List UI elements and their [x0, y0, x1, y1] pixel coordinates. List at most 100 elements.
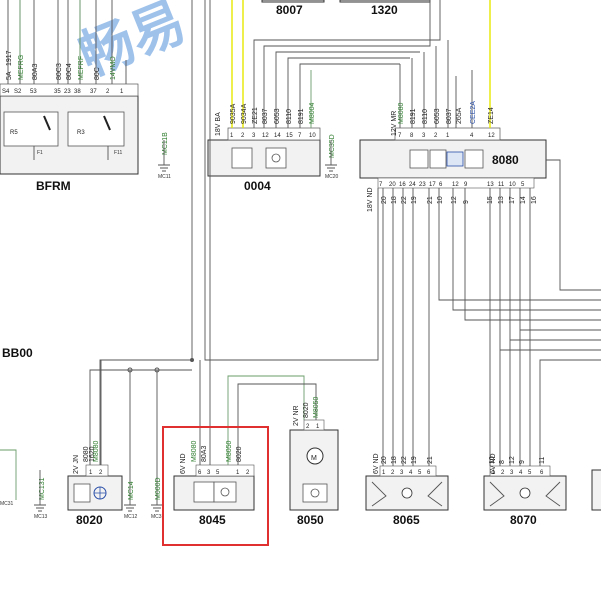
- svg-text:8: 8: [410, 133, 414, 139]
- junction-left: [190, 358, 194, 362]
- svg-text:15: 15: [487, 196, 494, 204]
- svg-text:MEFRG: MEFRG: [18, 55, 25, 80]
- svg-text:17: 17: [429, 182, 436, 188]
- voltage-8020: 2V JN: [73, 455, 80, 474]
- svg-text:11: 11: [498, 182, 505, 188]
- svg-text:9: 9: [464, 182, 468, 188]
- svg-text:5A: 5A: [6, 71, 13, 80]
- svg-text:6: 6: [439, 182, 443, 188]
- svg-text:3: 3: [510, 470, 514, 476]
- svg-text:21: 21: [427, 456, 434, 464]
- voltage-8080-b: 18V ND: [367, 187, 374, 212]
- svg-text:17: 17: [509, 196, 516, 204]
- svg-text:80A3: 80A3: [32, 64, 39, 80]
- svg-text:15: 15: [286, 133, 293, 139]
- wire-8050-code-a: 8020: [303, 402, 310, 418]
- svg-text:10: 10: [509, 182, 516, 188]
- svg-text:3: 3: [252, 133, 256, 139]
- wires-8045: M8080 80A3 M8050 8020: [191, 0, 317, 465]
- svg-text:1917: 1917: [6, 50, 13, 66]
- svg-text:18: 18: [391, 196, 398, 204]
- svg-text:3: 3: [400, 470, 404, 476]
- svg-text:7: 7: [398, 133, 402, 139]
- svg-text:20: 20: [389, 182, 396, 188]
- module-8070: 1 2 3 4 5 6: [483, 465, 567, 511]
- svg-text:13: 13: [498, 196, 505, 204]
- wires-0004: 9035A 9034A ZE21 8037 6053 8110 8191 M80…: [230, 0, 441, 128]
- wires-8080-top: M8080 8191 8110 6053 8037 265A CEE2A ZE1…: [398, 0, 495, 128]
- svg-text:35: 35: [54, 89, 61, 95]
- svg-text:8110: 8110: [286, 109, 293, 124]
- voltage-8065: 6V ND: [373, 453, 380, 474]
- module-0004: 1 2 3 12 14 15 7 10: [207, 127, 321, 177]
- svg-text:80C4: 80C4: [66, 63, 73, 80]
- module-1320-frame: [339, 0, 431, 3]
- module-8045: 6 3 5 1 2: [173, 464, 255, 511]
- svg-text:CEE2A: CEE2A: [470, 101, 477, 124]
- module-8020: 1 2: [67, 464, 123, 511]
- svg-text:38: 38: [74, 89, 81, 95]
- module-8050-label: 8050: [297, 513, 324, 527]
- svg-text:1: 1: [446, 133, 450, 139]
- voltage-8070: 6V ND: [490, 453, 497, 474]
- svg-text:MC131: MC131: [39, 477, 46, 500]
- module-bfrm-label: BFRM: [36, 179, 71, 193]
- wire-8020-a: [89, 369, 192, 465]
- svg-text:8110: 8110: [422, 109, 429, 124]
- wire-8050-code-b: M8050: [313, 396, 320, 418]
- module-8020-label: 8020: [76, 513, 103, 527]
- relay-r3: R3: [77, 130, 85, 136]
- voltage-8080: 12V MR: [391, 111, 398, 136]
- svg-text:2: 2: [246, 470, 250, 476]
- wires-8080-bottom-labels: 20 18 22 19 21 10 12 9 15 13 17 14 16: [381, 196, 538, 204]
- svg-text:2: 2: [106, 89, 110, 95]
- svg-text:21: 21: [427, 196, 434, 204]
- module-8065-label: 8065: [393, 513, 420, 527]
- ground-mc31: MC131 MC13 MC31: [0, 449, 48, 520]
- bfrm-wires: 5A 1917 MEFRG 80A3 80C3 80C4 MEFRF 80C 1…: [6, 0, 127, 84]
- svg-text:53: 53: [30, 89, 37, 95]
- svg-text:2: 2: [241, 133, 245, 139]
- svg-text:12: 12: [451, 196, 458, 204]
- svg-text:8191: 8191: [410, 108, 417, 124]
- svg-text:10: 10: [309, 133, 316, 139]
- svg-text:18: 18: [391, 456, 398, 464]
- svg-text:6: 6: [540, 470, 544, 476]
- svg-text:5: 5: [216, 470, 220, 476]
- svg-text:6053: 6053: [274, 108, 281, 124]
- svg-text:20: 20: [381, 456, 388, 464]
- svg-text:1: 1: [492, 470, 496, 476]
- svg-text:6: 6: [198, 470, 202, 476]
- svg-text:12: 12: [509, 456, 516, 464]
- svg-text:8037: 8037: [446, 108, 453, 124]
- svg-text:1: 1: [120, 89, 124, 95]
- wire-8020-code-a: 8080: [83, 446, 90, 462]
- watermark: 畅易: [71, 0, 195, 88]
- wire-8070-right: [539, 359, 601, 466]
- svg-text:1: 1: [230, 133, 234, 139]
- wire-8020-code-c: M8080: [93, 440, 100, 462]
- ground-mc20: MC35D MC20: [325, 134, 339, 180]
- svg-text:5: 5: [418, 470, 422, 476]
- svg-text:MC12: MC12: [124, 514, 138, 520]
- module-8080: 7 8 3 2 1 4 12: [359, 127, 547, 179]
- voltage-0004: 18V BA: [215, 112, 222, 136]
- svg-text:7: 7: [298, 133, 302, 139]
- svg-text:MC20: MC20: [325, 174, 339, 180]
- svg-text:M8004: M8004: [309, 102, 316, 124]
- svg-text:37: 37: [90, 89, 97, 95]
- svg-text:19: 19: [411, 196, 418, 204]
- svg-text:22: 22: [401, 196, 408, 204]
- fuse-f1: F1: [37, 150, 43, 156]
- svg-text:80A3: 80A3: [201, 446, 208, 462]
- svg-text:MC13: MC13: [34, 514, 48, 520]
- svg-text:24: 24: [409, 182, 416, 188]
- wires-8080-down: [382, 159, 601, 466]
- svg-text:13: 13: [487, 182, 494, 188]
- svg-text:3: 3: [422, 133, 426, 139]
- svg-text:S4: S4: [2, 89, 10, 95]
- svg-text:9034A: 9034A: [241, 103, 248, 124]
- svg-text:2: 2: [501, 470, 505, 476]
- voltage-8045: 6V ND: [180, 453, 187, 474]
